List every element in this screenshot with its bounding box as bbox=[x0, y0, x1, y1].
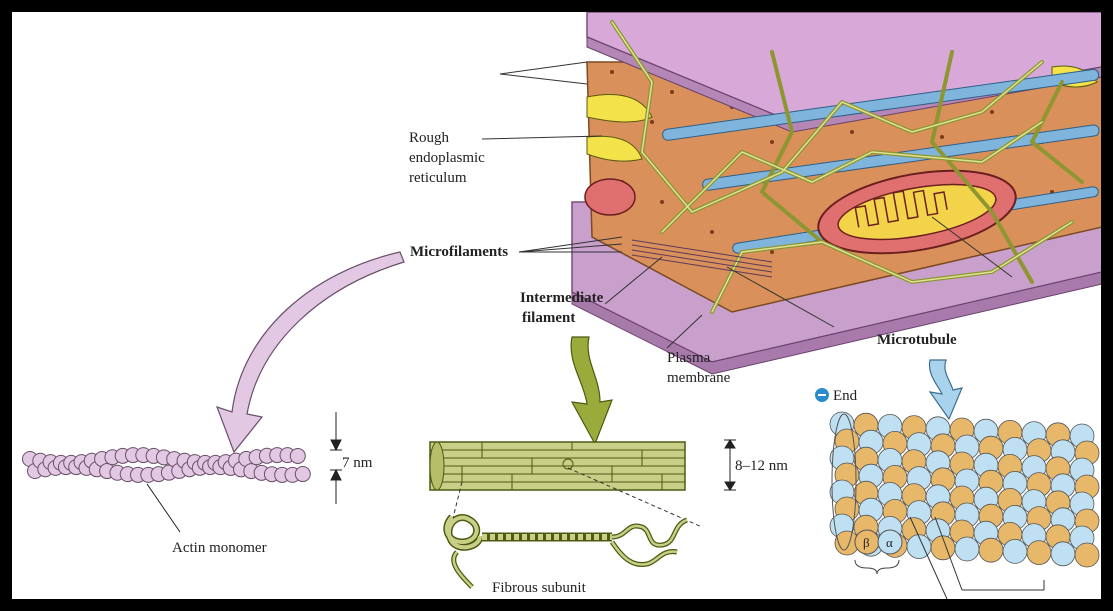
intermediate-filament-bundle bbox=[430, 442, 685, 490]
label-plasma-membrane-2: membrane bbox=[667, 370, 731, 386]
label-microfilaments: Microfilaments bbox=[410, 244, 508, 260]
actin-monomer-bead bbox=[290, 448, 305, 463]
label-intermediate-filament-2: filament bbox=[522, 310, 575, 326]
fibrous-subunit bbox=[447, 517, 687, 587]
diagram-canvas: Rough endoplasmic reticulum Microfilamen… bbox=[12, 12, 1101, 599]
label-actin-dim: 7 nm bbox=[342, 455, 373, 471]
label-plasma-membrane-1: Plasma bbox=[667, 350, 711, 366]
arrow-to-actin bbox=[217, 252, 404, 452]
label-rough-er-2: endoplasmic bbox=[409, 150, 485, 166]
label-rough-er-1: Rough bbox=[409, 130, 450, 146]
actin-filament bbox=[23, 448, 311, 483]
arrow-to-intermediate bbox=[571, 337, 612, 444]
tubulin-subunit bbox=[1003, 539, 1027, 563]
label-actin-monomer: Actin monomer bbox=[172, 540, 267, 556]
label-minus-end: End bbox=[833, 388, 858, 404]
actin-monomer-bead bbox=[295, 467, 310, 482]
cell-block-illustration bbox=[572, 12, 1101, 374]
tubulin-subunit bbox=[955, 537, 979, 561]
label-fibrous-subunit: Fibrous subunit bbox=[492, 580, 587, 596]
label-beta: β bbox=[863, 535, 870, 550]
cytoskeleton-diagram: Rough endoplasmic reticulum Microfilamen… bbox=[12, 12, 1101, 599]
label-intermediate-filament-1: Intermediate bbox=[520, 290, 604, 306]
label-microtubule: Microtubule bbox=[877, 332, 957, 348]
tubulin-subunit bbox=[1027, 541, 1051, 565]
arrow-to-microtubule bbox=[929, 360, 962, 419]
label-rough-er-3: reticulum bbox=[409, 170, 467, 186]
label-if-dim: 8–12 nm bbox=[735, 458, 788, 474]
tubulin-subunit bbox=[1075, 543, 1099, 567]
tubulin-subunit bbox=[979, 538, 1003, 562]
tubulin-subunit bbox=[1051, 542, 1075, 566]
label-alpha: α bbox=[886, 535, 893, 550]
minus-end-marker bbox=[815, 388, 829, 402]
